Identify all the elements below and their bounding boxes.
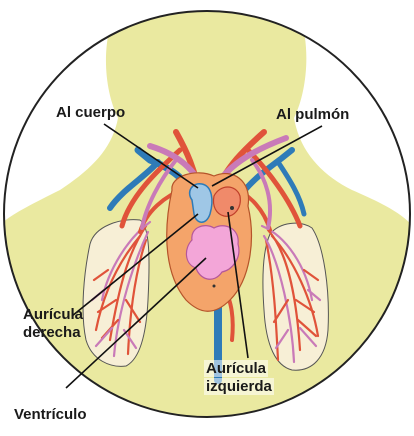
label-auricula-izquierda-line1: Aurícula (204, 360, 268, 377)
label-auricula-derecha-line1: Aurícula (23, 306, 83, 323)
label-auricula-derecha-line2: derecha (23, 324, 81, 341)
label-ventriculo: Ventrículo (14, 406, 87, 423)
label-al-cuerpo: Al cuerpo (56, 104, 125, 121)
label-al-pulmon: Al pulmón (276, 106, 349, 123)
right-lung (262, 223, 328, 370)
left-lung (83, 220, 150, 367)
label-auricula-izquierda-line2: izquierda (204, 378, 274, 395)
